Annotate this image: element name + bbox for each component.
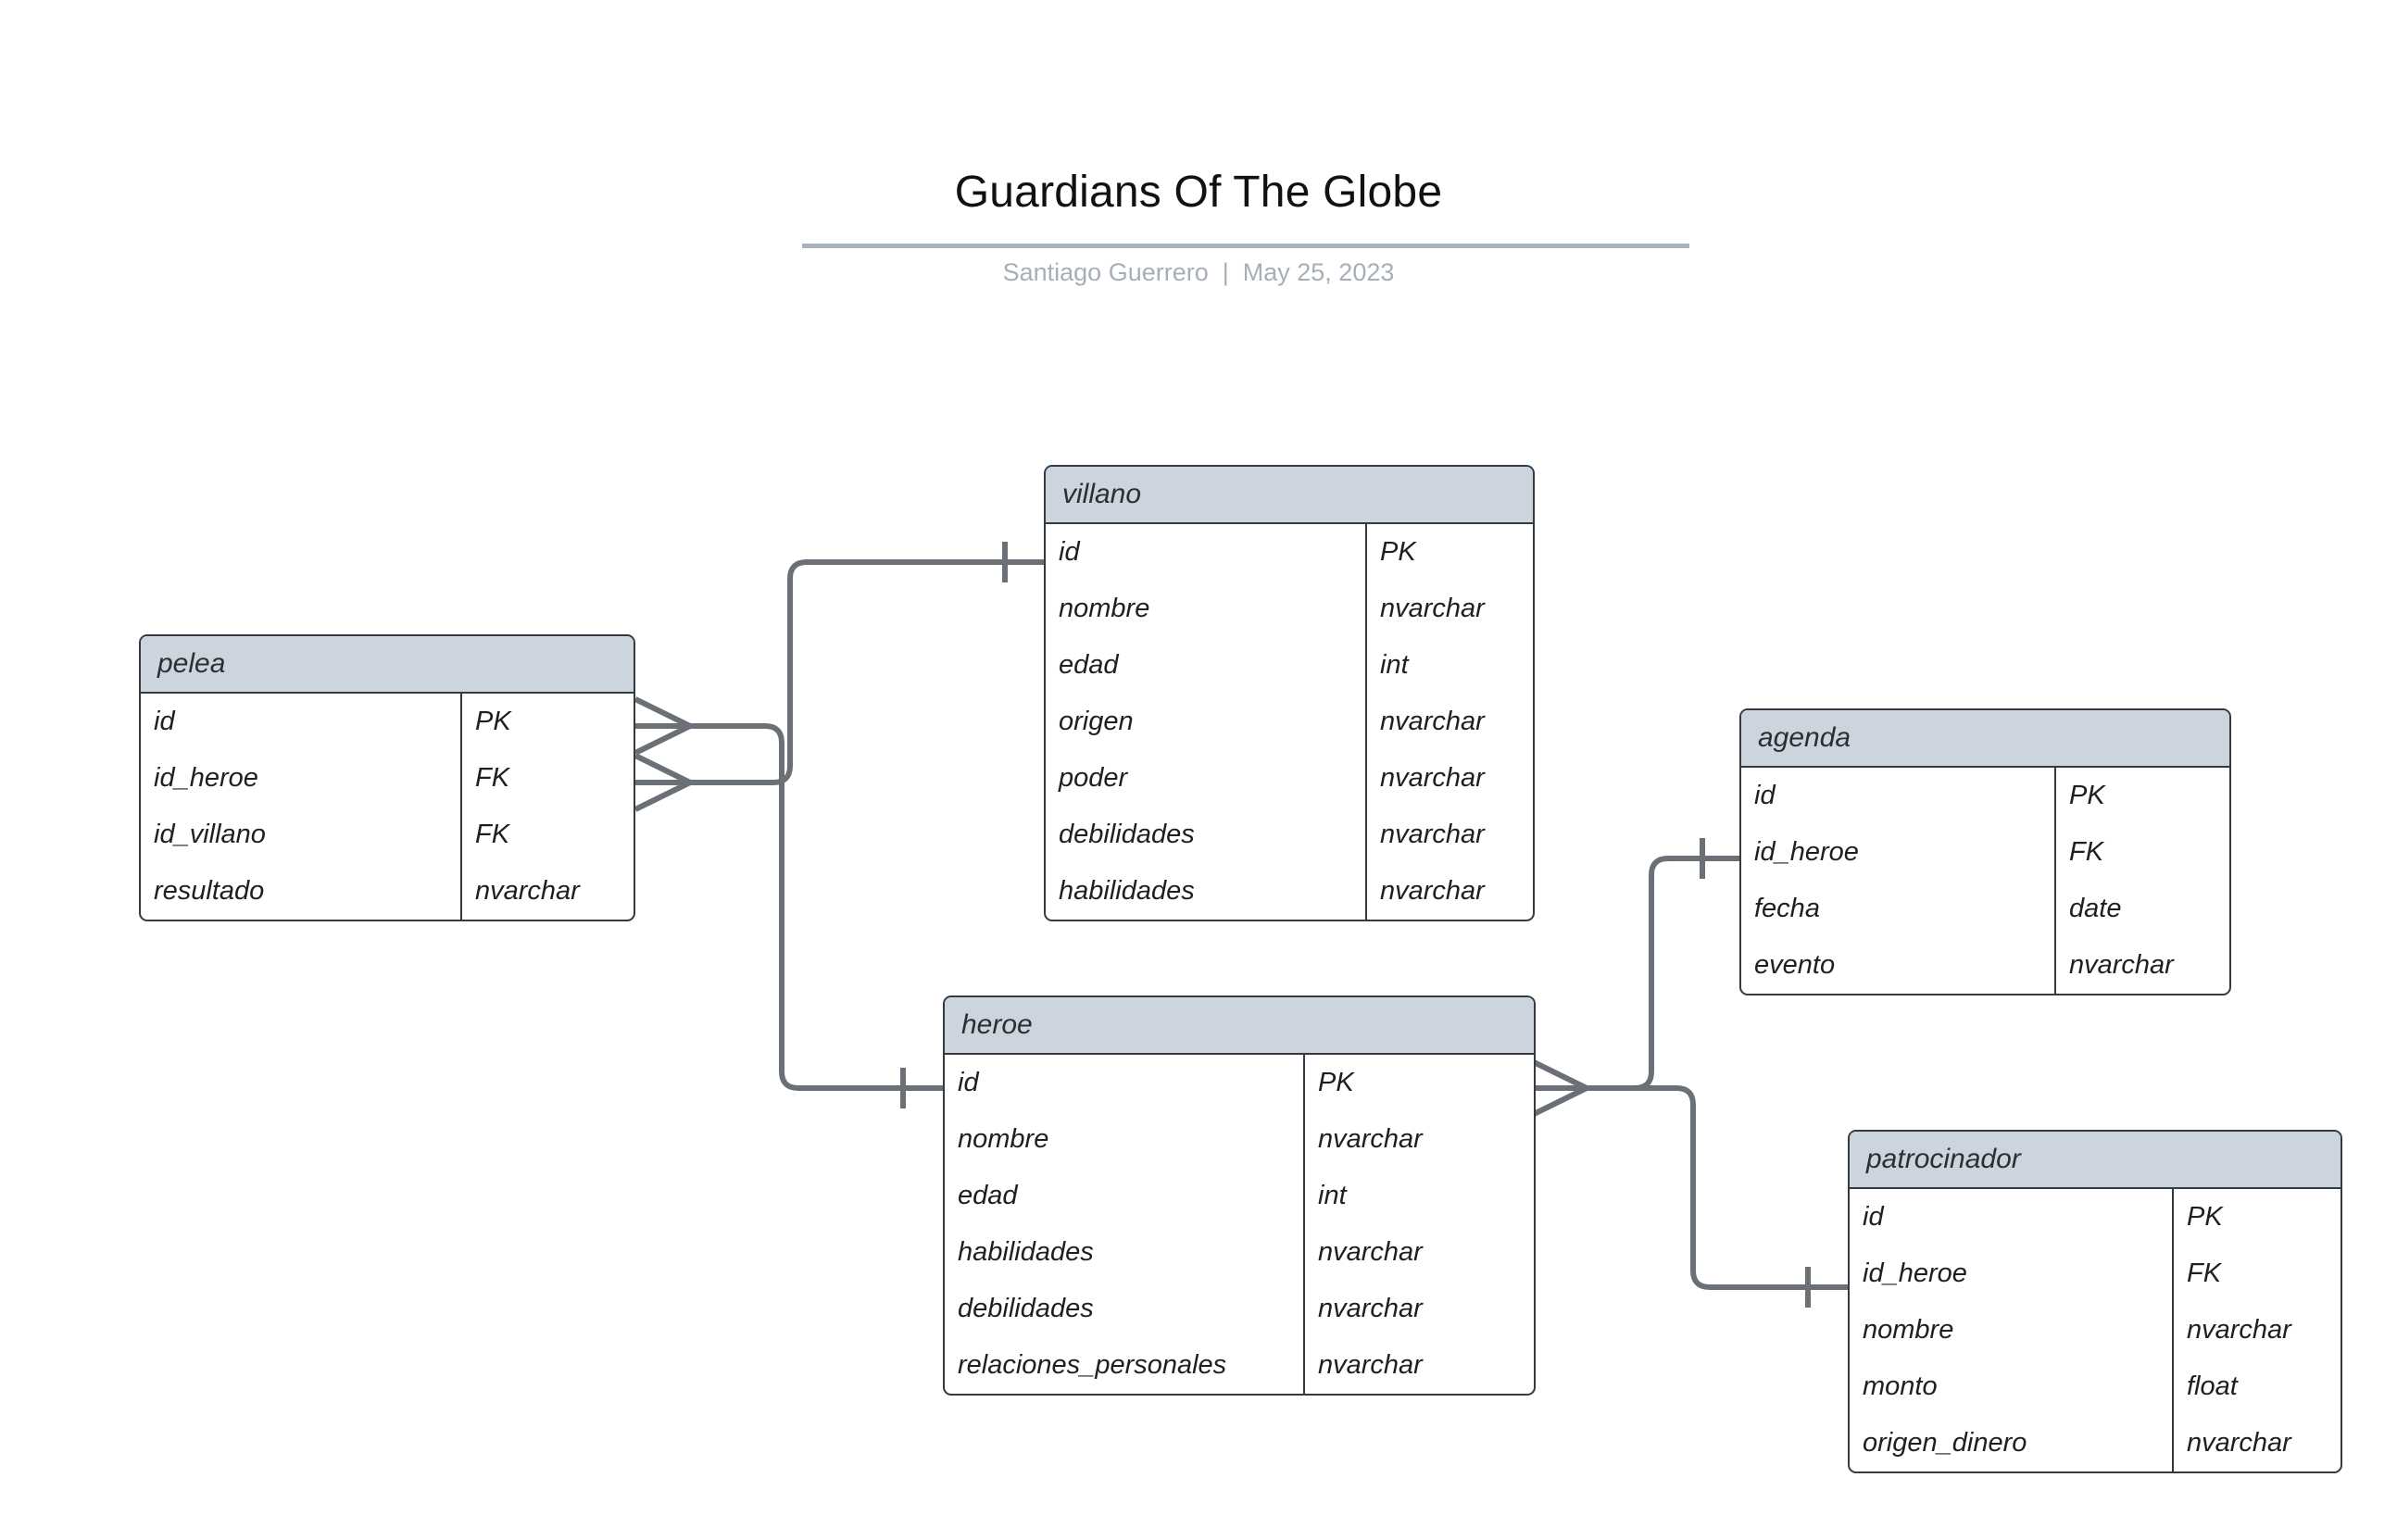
field-name: id [1863, 1202, 1884, 1232]
field-name-column: id id_heroe fecha evento [1741, 768, 2056, 994]
field-name: id [154, 707, 175, 736]
entity-header-pelea: pelea [141, 636, 634, 694]
field-type: nvarchar [1318, 1294, 1423, 1323]
entity-table-patrocinador[interactable]: patrocinador id id_heroe nombre monto or… [1848, 1130, 2342, 1473]
field-type: nvarchar [1318, 1237, 1423, 1267]
field-type-column: PK FK nvarchar float nvarchar [2174, 1189, 2341, 1471]
field-name: nombre [1059, 594, 1150, 623]
field-name-column: id nombre edad habilidades debilidades r… [945, 1055, 1305, 1394]
connector-pelea-heroe [635, 723, 943, 1091]
field-name: nombre [1863, 1315, 1954, 1345]
field-type: nvarchar [1380, 707, 1485, 736]
field-type: date [2069, 894, 2122, 923]
field-name: origen_dinero [1863, 1428, 2027, 1458]
entity-header-heroe: heroe [945, 997, 1534, 1055]
entity-header-patrocinador: patrocinador [1850, 1132, 2341, 1189]
field-name: habilidades [958, 1237, 1094, 1267]
page-title: Guardians Of The Globe [954, 168, 1443, 217]
field-type: nvarchar [1380, 763, 1485, 793]
field-type: nvarchar [1318, 1350, 1423, 1380]
field-name-column: id id_heroe id_villano resultado [141, 694, 462, 920]
field-name: id_heroe [154, 763, 258, 793]
field-name: nombre [958, 1124, 1049, 1154]
field-type: FK [2187, 1258, 2222, 1288]
field-name: id_villano [154, 820, 266, 849]
field-type: FK [475, 820, 510, 849]
field-type-column: PK nvarchar int nvarchar nvarchar nvarch… [1305, 1055, 1534, 1394]
entity-table-heroe[interactable]: heroe id nombre edad habilidades debilid… [943, 995, 1536, 1396]
field-type: int [1318, 1181, 1347, 1210]
field-name: id [1059, 537, 1080, 567]
entity-table-pelea[interactable]: pelea id id_heroe id_villano resultado P… [139, 634, 635, 921]
field-name: debilidades [958, 1294, 1094, 1323]
entity-name-villano: villano [1062, 479, 1142, 509]
entity-name-patrocinador: patrocinador [1866, 1144, 2021, 1174]
entity-table-villano[interactable]: villano id nombre edad origen poder debi… [1044, 465, 1535, 921]
field-type: float [2187, 1371, 2238, 1401]
field-type: nvarchar [2187, 1315, 2291, 1345]
crowfoot-pelea-heroe [634, 696, 692, 756]
field-type-column: PK FK FK nvarchar [462, 694, 634, 920]
field-name: edad [958, 1181, 1018, 1210]
field-name: id_heroe [1863, 1258, 1967, 1288]
field-name-column: id id_heroe nombre monto origen_dinero [1850, 1189, 2174, 1471]
entity-name-agenda: agenda [1758, 722, 1851, 753]
field-type-column: PK FK date nvarchar [2056, 768, 2229, 994]
field-name: habilidades [1059, 876, 1195, 906]
field-name-column: id nombre edad origen poder debilidades … [1046, 524, 1367, 920]
field-type: nvarchar [1380, 876, 1485, 906]
field-type: nvarchar [475, 876, 580, 906]
field-type: PK [2069, 781, 2105, 810]
entity-body-patrocinador: id id_heroe nombre monto origen_dinero P… [1850, 1189, 2341, 1471]
crowfoot-pelea-villano [634, 753, 692, 812]
field-type: PK [1380, 537, 1416, 567]
field-name: id_heroe [1754, 837, 1859, 867]
connector-heroe-agenda [1532, 856, 1739, 1091]
entity-body-agenda: id id_heroe fecha evento PK FK date nvar… [1741, 768, 2229, 994]
connector-heroe-patrocinador [1532, 1085, 1848, 1290]
title-divider [802, 244, 1689, 248]
field-type: PK [475, 707, 511, 736]
entity-name-heroe: heroe [961, 1009, 1033, 1040]
field-name: monto [1863, 1371, 1938, 1401]
field-name: relaciones_personales [958, 1350, 1227, 1380]
field-name: edad [1059, 650, 1119, 680]
field-type: nvarchar [2069, 950, 2174, 980]
field-name: resultado [154, 876, 265, 906]
field-type: PK [1318, 1068, 1354, 1097]
field-type: nvarchar [2187, 1428, 2291, 1458]
entity-body-villano: id nombre edad origen poder debilidades … [1046, 524, 1533, 920]
field-type: nvarchar [1380, 820, 1485, 849]
field-name: id [958, 1068, 979, 1097]
field-name: fecha [1754, 894, 1820, 923]
field-name: debilidades [1059, 820, 1195, 849]
field-type: nvarchar [1380, 594, 1485, 623]
entity-header-agenda: agenda [1741, 710, 2229, 768]
field-type: int [1380, 650, 1409, 680]
field-name: id [1754, 781, 1776, 810]
entity-name-pelea: pelea [157, 648, 226, 679]
connector-pelea-villano [635, 559, 1044, 785]
entity-body-pelea: id id_heroe id_villano resultado PK FK F… [141, 694, 634, 920]
field-name: origen [1059, 707, 1134, 736]
field-type: FK [475, 763, 510, 793]
field-type: FK [2069, 837, 2104, 867]
field-name: evento [1754, 950, 1836, 980]
entity-table-agenda[interactable]: agenda id id_heroe fecha evento PK FK da… [1739, 708, 2231, 995]
field-type: PK [2187, 1202, 2223, 1232]
entity-header-villano: villano [1046, 467, 1533, 524]
field-type-column: PK nvarchar int nvarchar nvarchar nvarch… [1367, 524, 1533, 920]
field-name: poder [1059, 763, 1128, 793]
field-type: nvarchar [1318, 1124, 1423, 1154]
document-byline: Santiago Guerrero | May 25, 2023 [1002, 258, 1395, 286]
entity-body-heroe: id nombre edad habilidades debilidades r… [945, 1055, 1534, 1394]
crowfoot-heroe-agenda [1530, 1058, 1588, 1118]
